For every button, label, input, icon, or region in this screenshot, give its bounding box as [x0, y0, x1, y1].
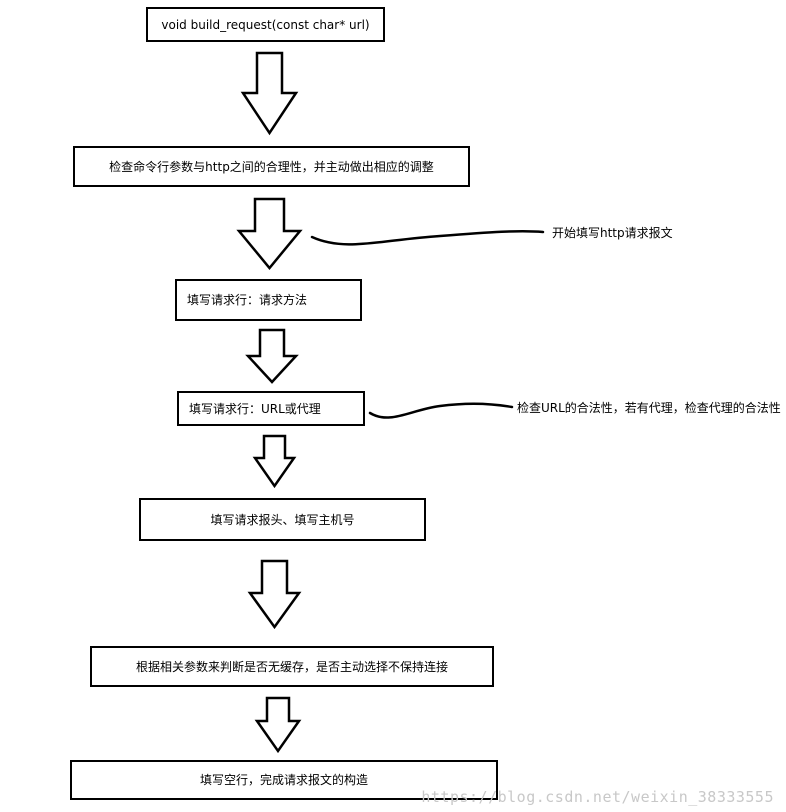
arrow-down-icon	[245, 328, 299, 384]
step-label: 填写请求行：请求方法	[187, 293, 308, 307]
step-request-headers: 填写请求报头、填写主机号	[139, 498, 426, 541]
arrow-down-icon	[240, 51, 299, 136]
step-cache-keepalive: 根据相关参数来判断是否无缓存，是否主动选择不保持连接	[90, 646, 494, 687]
watermark: https://blog.csdn.net/weixin_38333555	[421, 788, 774, 806]
arrow-down-icon	[254, 696, 302, 754]
arrow-down-icon	[247, 559, 302, 630]
step-label: 填写空行，完成请求报文的构造	[199, 773, 368, 787]
arrow-down-icon	[236, 197, 303, 270]
step-blank-line: 填写空行，完成请求报文的构造	[70, 760, 498, 800]
step-label: 检查命令行参数与http之间的合理性，并主动做出相应的调整	[109, 159, 434, 174]
step-label: 填写请求报头、填写主机号	[210, 512, 355, 527]
arrow-down-icon	[252, 434, 297, 489]
step-url-or-proxy: 填写请求行：URL或代理	[177, 391, 365, 426]
annotation-start-request: 开始填写http请求报文	[552, 226, 673, 240]
step-check-args: 检查命令行参数与http之间的合理性，并主动做出相应的调整	[73, 146, 470, 187]
step-request-method: 填写请求行：请求方法	[175, 279, 362, 321]
step-label: 根据相关参数来判断是否无缓存，是否主动选择不保持连接	[135, 659, 448, 674]
annotation-connector	[310, 229, 545, 246]
step-label: void build_request(const char* url)	[161, 17, 370, 32]
step-build-request: void build_request(const char* url)	[146, 7, 385, 42]
step-label: 填写请求行：URL或代理	[189, 401, 321, 416]
annotation-url-check: 检查URL的合法性，若有代理，检查代理的合法性	[517, 401, 781, 415]
annotation-connector	[368, 402, 514, 419]
